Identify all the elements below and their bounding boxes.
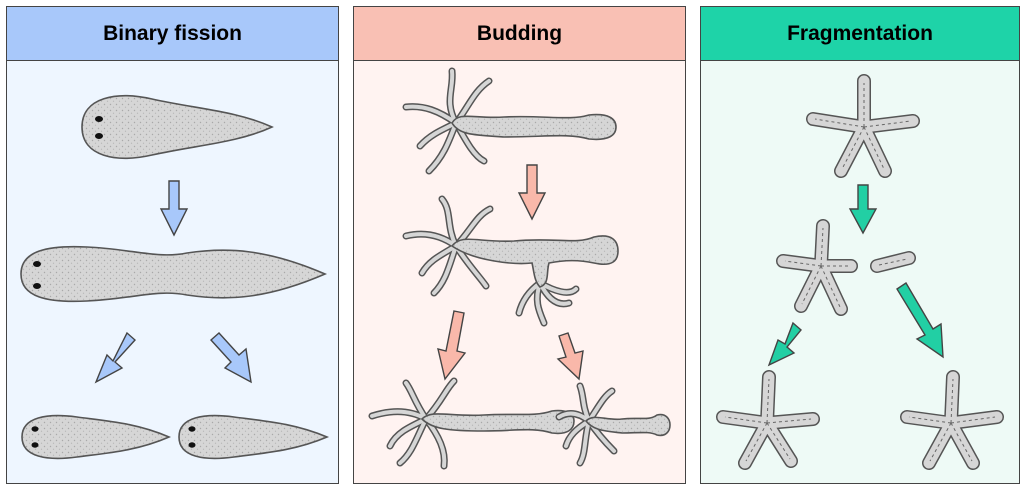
arrow-down-left (96, 333, 135, 382)
fragmentation-body (701, 61, 1019, 483)
budding-body (354, 61, 685, 483)
starfish-parent (813, 81, 913, 171)
arrow-down-right (558, 333, 583, 379)
binary-fission-panel: Binary fission (6, 6, 339, 484)
flatworm-elongated (21, 247, 325, 302)
budding-panel: Budding (353, 6, 686, 484)
flatworm-offspring-right (179, 416, 327, 459)
fragmentation-header: Fragmentation (701, 7, 1019, 61)
flatworm-parent (82, 96, 272, 158)
arrow-down-right (897, 283, 943, 357)
binary-fission-body (7, 61, 338, 483)
starfish-offspring-left (723, 377, 813, 463)
budding-header: Budding (354, 7, 685, 61)
flatworm-offspring-left (22, 416, 169, 459)
fragmentation-panel: Fragmentation (700, 6, 1020, 484)
budding-title: Budding (477, 22, 562, 46)
starfish-damaged (783, 226, 851, 309)
binary-fission-header: Binary fission (7, 7, 338, 61)
arrow-down-left (438, 311, 465, 379)
fragmentation-title: Fragmentation (787, 22, 933, 46)
arrow-down (519, 165, 545, 219)
arrow-down (161, 181, 187, 235)
binary-fission-title: Binary fission (103, 22, 242, 46)
starfish-arm-fragment (877, 258, 909, 266)
arrow-down-left (769, 323, 801, 365)
starfish-offspring-right (907, 377, 997, 463)
arrow-down (850, 185, 876, 233)
arrow-down-right (211, 333, 251, 382)
